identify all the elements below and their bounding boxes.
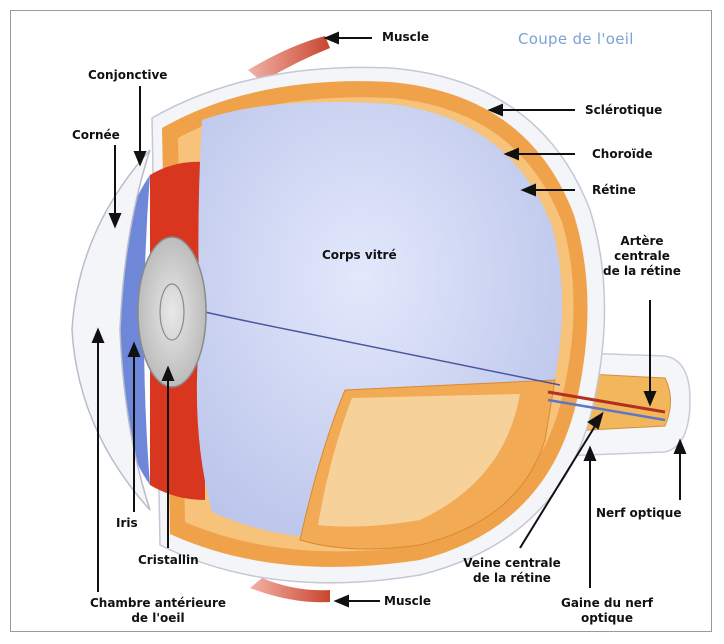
label-chambre-line2: de l'oeil <box>70 611 246 626</box>
lens <box>138 237 206 387</box>
diagram-title: Coupe de l'oeil <box>518 30 634 48</box>
label-sclerotique: Sclérotique <box>585 103 662 118</box>
label-chambre-line1: Chambre antérieure <box>70 596 246 611</box>
label-muscle-top: Muscle <box>382 30 429 45</box>
label-artere-line3: de la rétine <box>596 264 688 279</box>
label-choroide: Choroïde <box>592 147 653 162</box>
label-nerf-optique: Nerf optique <box>596 506 681 521</box>
label-artere: Artère centrale de la rétine <box>596 234 688 279</box>
label-iris: Iris <box>116 516 138 531</box>
label-veine: Veine centrale de la rétine <box>452 556 572 586</box>
label-gaine-line2: optique <box>552 611 662 626</box>
label-muscle-bottom: Muscle <box>384 594 431 609</box>
label-retine: Rétine <box>592 183 636 198</box>
label-corps-vitre: Corps vitré <box>322 248 397 263</box>
label-gaine: Gaine du nerf optique <box>552 596 662 626</box>
label-cristallin: Cristallin <box>138 553 199 568</box>
label-gaine-line1: Gaine du nerf <box>552 596 662 611</box>
label-conjonctive: Conjonctive <box>88 68 167 83</box>
label-cornee: Cornée <box>72 128 120 143</box>
label-artere-line2: centrale <box>596 249 688 264</box>
label-chambre: Chambre antérieure de l'oeil <box>70 596 246 626</box>
label-artere-line1: Artère <box>596 234 688 249</box>
label-veine-line2: de la rétine <box>452 571 572 586</box>
label-veine-line1: Veine centrale <box>452 556 572 571</box>
